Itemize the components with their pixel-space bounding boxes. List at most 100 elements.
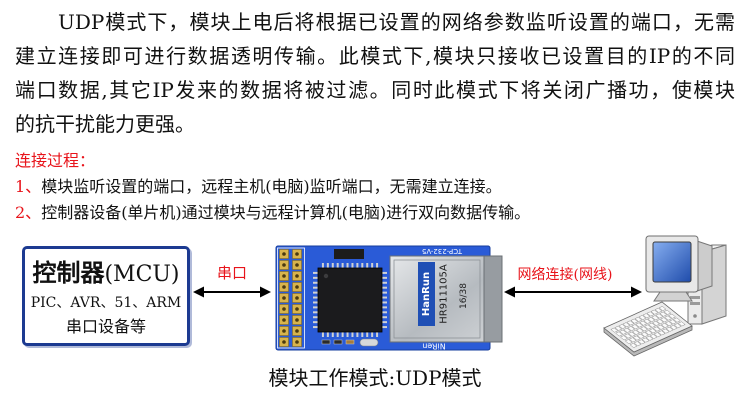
chip-leg-top <box>356 263 359 268</box>
keyboard-key <box>650 309 659 315</box>
keyboard-key <box>631 324 640 330</box>
drive-slot <box>690 296 700 299</box>
keyboard-key <box>649 334 658 339</box>
arrow-head-left <box>193 286 204 298</box>
chip-leg-bottom <box>341 332 344 337</box>
keyboard-key <box>615 331 624 337</box>
keyboard-key <box>627 326 636 332</box>
header-pin-hole <box>295 252 299 256</box>
chip-leg-right <box>382 301 387 304</box>
keyboard-key <box>672 317 681 323</box>
chip-leg-bottom <box>361 332 364 337</box>
keyboard-key <box>660 322 669 328</box>
keyboard-key <box>644 330 653 336</box>
keyboard-key <box>665 326 674 332</box>
header-pin-hole <box>282 285 286 289</box>
controller-devices: 串口设备等 <box>65 317 146 336</box>
header-pin-hole <box>295 318 299 322</box>
connection-process: 连接过程： 1、模块监听设置的端口，远程主机(电脑)监听端口，无需建立连接。 2… <box>15 148 735 226</box>
chip-leg-left <box>313 276 318 279</box>
chip-leg-top <box>361 263 364 268</box>
chip-leg-left <box>313 326 318 329</box>
header-pin-hole <box>282 252 286 256</box>
keyboard-key <box>623 327 632 333</box>
chip-leg-top <box>341 263 344 268</box>
jack-brand-label: HanRun <box>421 272 432 316</box>
chip-leg-left <box>313 271 318 274</box>
chip-leg-bottom <box>356 332 359 337</box>
step-text: 模块监听设置的端口，远程主机(电脑)监听端口，无需建立连接。 <box>41 177 502 196</box>
keyboard-key <box>619 335 628 341</box>
network-link-label: 网络连接(网线) <box>517 267 613 283</box>
keyboard-key <box>663 309 672 315</box>
chip-leg-left <box>313 311 318 314</box>
keyboard-key <box>614 325 623 331</box>
chip-leg-right <box>382 326 387 329</box>
keyboard-key <box>626 320 635 326</box>
chip-leg-right <box>382 271 387 274</box>
keyboard-key <box>622 322 631 328</box>
header-pin-hole <box>295 285 299 289</box>
keyboard-key <box>661 328 670 334</box>
chip-leg-left <box>313 281 318 284</box>
chip-leg-top <box>351 263 354 268</box>
chip-leg-top <box>376 263 379 268</box>
step-number: 1、 <box>15 177 42 196</box>
keyboard-key <box>624 339 633 345</box>
keyboard-key <box>660 317 668 323</box>
keyboard-key <box>635 322 644 328</box>
chip-leg-right <box>382 306 387 309</box>
paragraph-line: 建立连接即可进行数据透明传输。此模式下,模块只接收已设置目的IP的不同 <box>15 44 735 68</box>
keyboard-key <box>634 316 643 322</box>
chip-leg-bottom <box>336 332 339 337</box>
chip-leg-top <box>326 263 329 268</box>
keyboard-key <box>629 343 638 348</box>
paragraph-line: 的抗干扰能力更强。 <box>15 112 195 136</box>
chip-leg-top <box>336 263 339 268</box>
keyboard-key <box>619 329 628 335</box>
keyboard-key <box>654 307 663 313</box>
keyboard-key <box>641 337 650 343</box>
keyboard-key <box>658 306 667 311</box>
chip-leg-left <box>313 321 318 324</box>
keyboard-key <box>648 328 657 334</box>
keyboard-key <box>659 311 668 317</box>
smd-capacitor <box>345 339 355 345</box>
chip-leg-bottom <box>366 332 369 337</box>
keyboard-key <box>668 313 677 319</box>
arrow-head-left <box>504 286 515 298</box>
chip-leg-left <box>313 291 318 294</box>
serial-link-label: 串口 <box>216 264 247 282</box>
chip-leg-bottom <box>371 332 374 337</box>
keyboard-key <box>639 320 648 326</box>
keyboard-key <box>633 341 642 347</box>
keyboard-key <box>645 335 654 341</box>
keyboard-key <box>628 337 637 343</box>
chip-pin1-dot <box>323 273 329 279</box>
paragraph-line: 端口数据,其它IP发来的数据将被过滤。同时此模式下将关闭广播功，使模块 <box>15 78 735 102</box>
chip-leg-right <box>382 321 387 324</box>
keyboard-key <box>638 315 647 320</box>
chip-leg-top <box>366 263 369 268</box>
header-pin-hole <box>295 307 299 311</box>
chip-legs <box>313 263 387 337</box>
keyboard-keys <box>610 306 686 348</box>
chip-leg-top <box>321 263 324 268</box>
controller-title-suffix: (MCU) <box>104 262 180 287</box>
keyboard-key <box>632 335 641 341</box>
chip-leg-right <box>382 311 387 314</box>
keyboard-key <box>664 315 673 321</box>
keyboard-key <box>644 324 652 330</box>
keyboard-key <box>651 315 660 321</box>
ethernet-jack <box>389 255 503 343</box>
keyboard-key <box>664 321 673 327</box>
drive-slot <box>690 302 700 305</box>
keyboard-key <box>668 319 677 325</box>
header-pin-hole <box>282 263 286 267</box>
jack-model-label: HR911105A <box>439 264 450 324</box>
keyboard-key <box>632 329 640 335</box>
keyboard-key <box>628 331 636 337</box>
chip-leg-top <box>346 263 349 268</box>
chip-leg-bottom <box>376 332 379 337</box>
keyboard-key <box>610 327 619 333</box>
